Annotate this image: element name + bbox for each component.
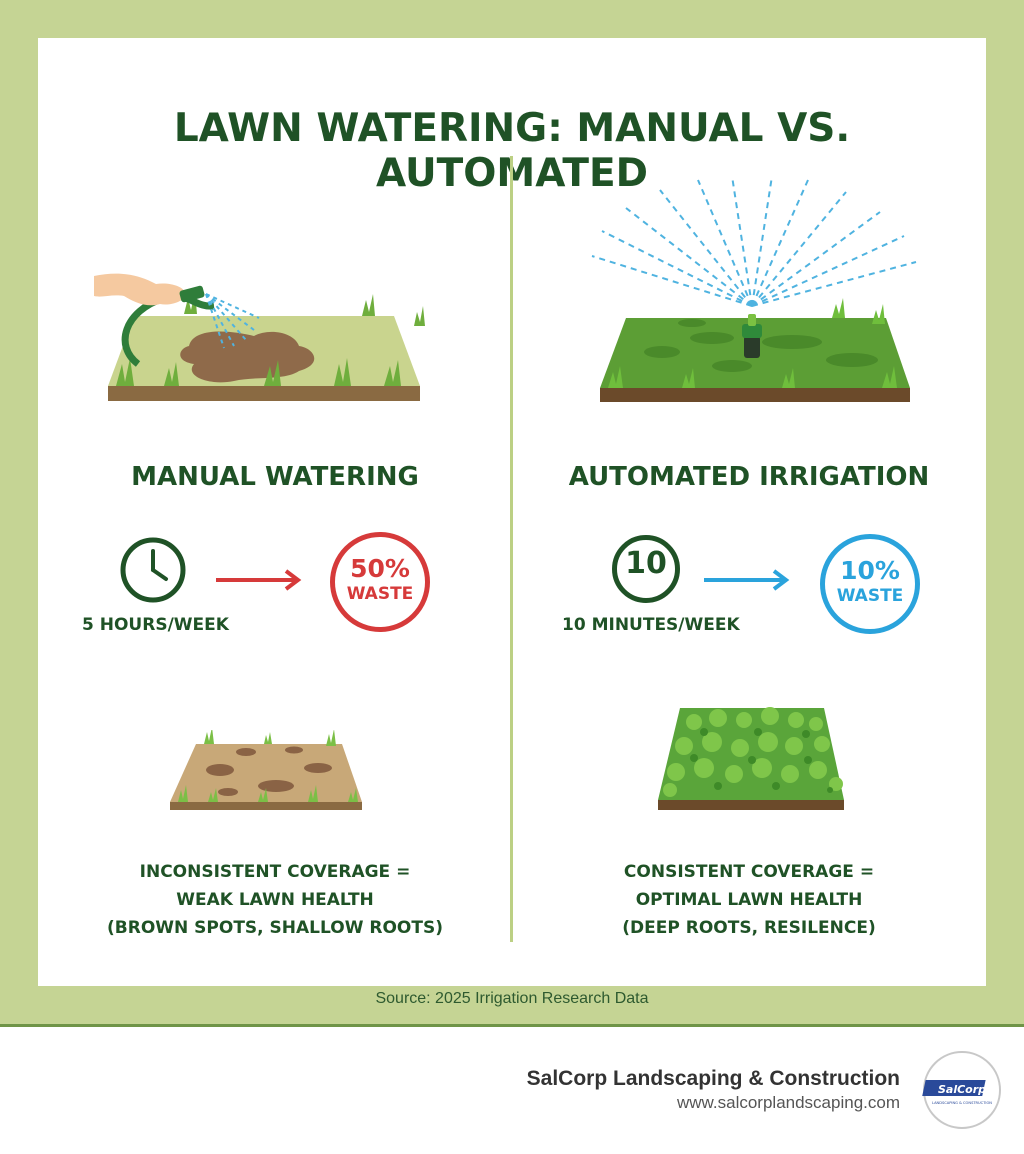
column-divider [510, 156, 513, 942]
automated-outcome-line3: (DEEP ROOTS, RESILENCE) [622, 918, 876, 938]
arrow-right-icon [216, 569, 302, 591]
automated-heading: AUTOMATED IRRIGATION [568, 462, 930, 492]
manual-outcome: INCONSISTENT COVERAGE = WEAK LAWN HEALTH… [38, 858, 512, 942]
manual-outcome-line2: WEAK LAWN HEALTH [176, 890, 374, 910]
automated-time-number: 10 [625, 546, 667, 581]
manual-outcome-line3: (BROWN SPOTS, SHALLOW ROOTS) [107, 918, 443, 938]
logo-subtext: LANDSCAPING & CONSTRUCTION [932, 1101, 992, 1105]
automated-outcome-line2: OPTIMAL LAWN HEALTH [635, 890, 863, 910]
footer: SalCorp Landscaping & Construction www.s… [0, 1027, 1024, 1154]
company-logo[interactable]: SalCorp LANDSCAPING & CONSTRUCTION [922, 1050, 1002, 1130]
timer-icon [612, 535, 680, 603]
sprinkler-lawn-icon [591, 176, 917, 402]
manual-outcome-line1: INCONSISTENT COVERAGE = [139, 862, 411, 882]
logo-text: SalCorp [938, 1083, 986, 1096]
source-note: Source: 2025 Irrigation Research Data [375, 990, 649, 1007]
automated-outcome: CONSISTENT COVERAGE = OPTIMAL LAWN HEALT… [512, 858, 986, 942]
automated-column: AUTOMATED IRRIGATION 10 10 MINUTES/WEEK … [512, 38, 986, 986]
company-name: SalCorp Landscaping & Construction [526, 1067, 900, 1090]
automated-time-label: 10 MINUTES/WEEK [562, 615, 740, 635]
patchy-lawn-icon [170, 730, 362, 810]
manual-column: MANUAL WATERING 5 HOURS/WEEK 50% WASTE [38, 38, 512, 986]
infographic-card: LAWN WATERING: MANUAL VS. AUTOMATED [38, 38, 986, 986]
company-website[interactable]: www.salcorplandscaping.com [677, 1093, 900, 1112]
arrow-right-icon [704, 569, 790, 591]
manual-waste-word: WASTE [346, 584, 414, 604]
lush-lawn-icon [658, 707, 844, 810]
automated-outcome-line1: CONSISTENT COVERAGE = [623, 862, 875, 882]
manual-heading: MANUAL WATERING [131, 462, 419, 492]
manual-waste-badge: 50% WASTE [330, 532, 430, 632]
automated-waste-badge: 10% WASTE [820, 534, 920, 634]
automated-waste-word: WASTE [836, 586, 904, 606]
footer-divider [0, 1024, 1024, 1027]
clock-icon [120, 537, 186, 603]
hand-hose-lawn-icon [94, 273, 425, 401]
manual-time-label: 5 HOURS/WEEK [82, 615, 229, 635]
manual-waste-percent: 50% [350, 554, 410, 583]
automated-waste-percent: 10% [840, 556, 900, 585]
